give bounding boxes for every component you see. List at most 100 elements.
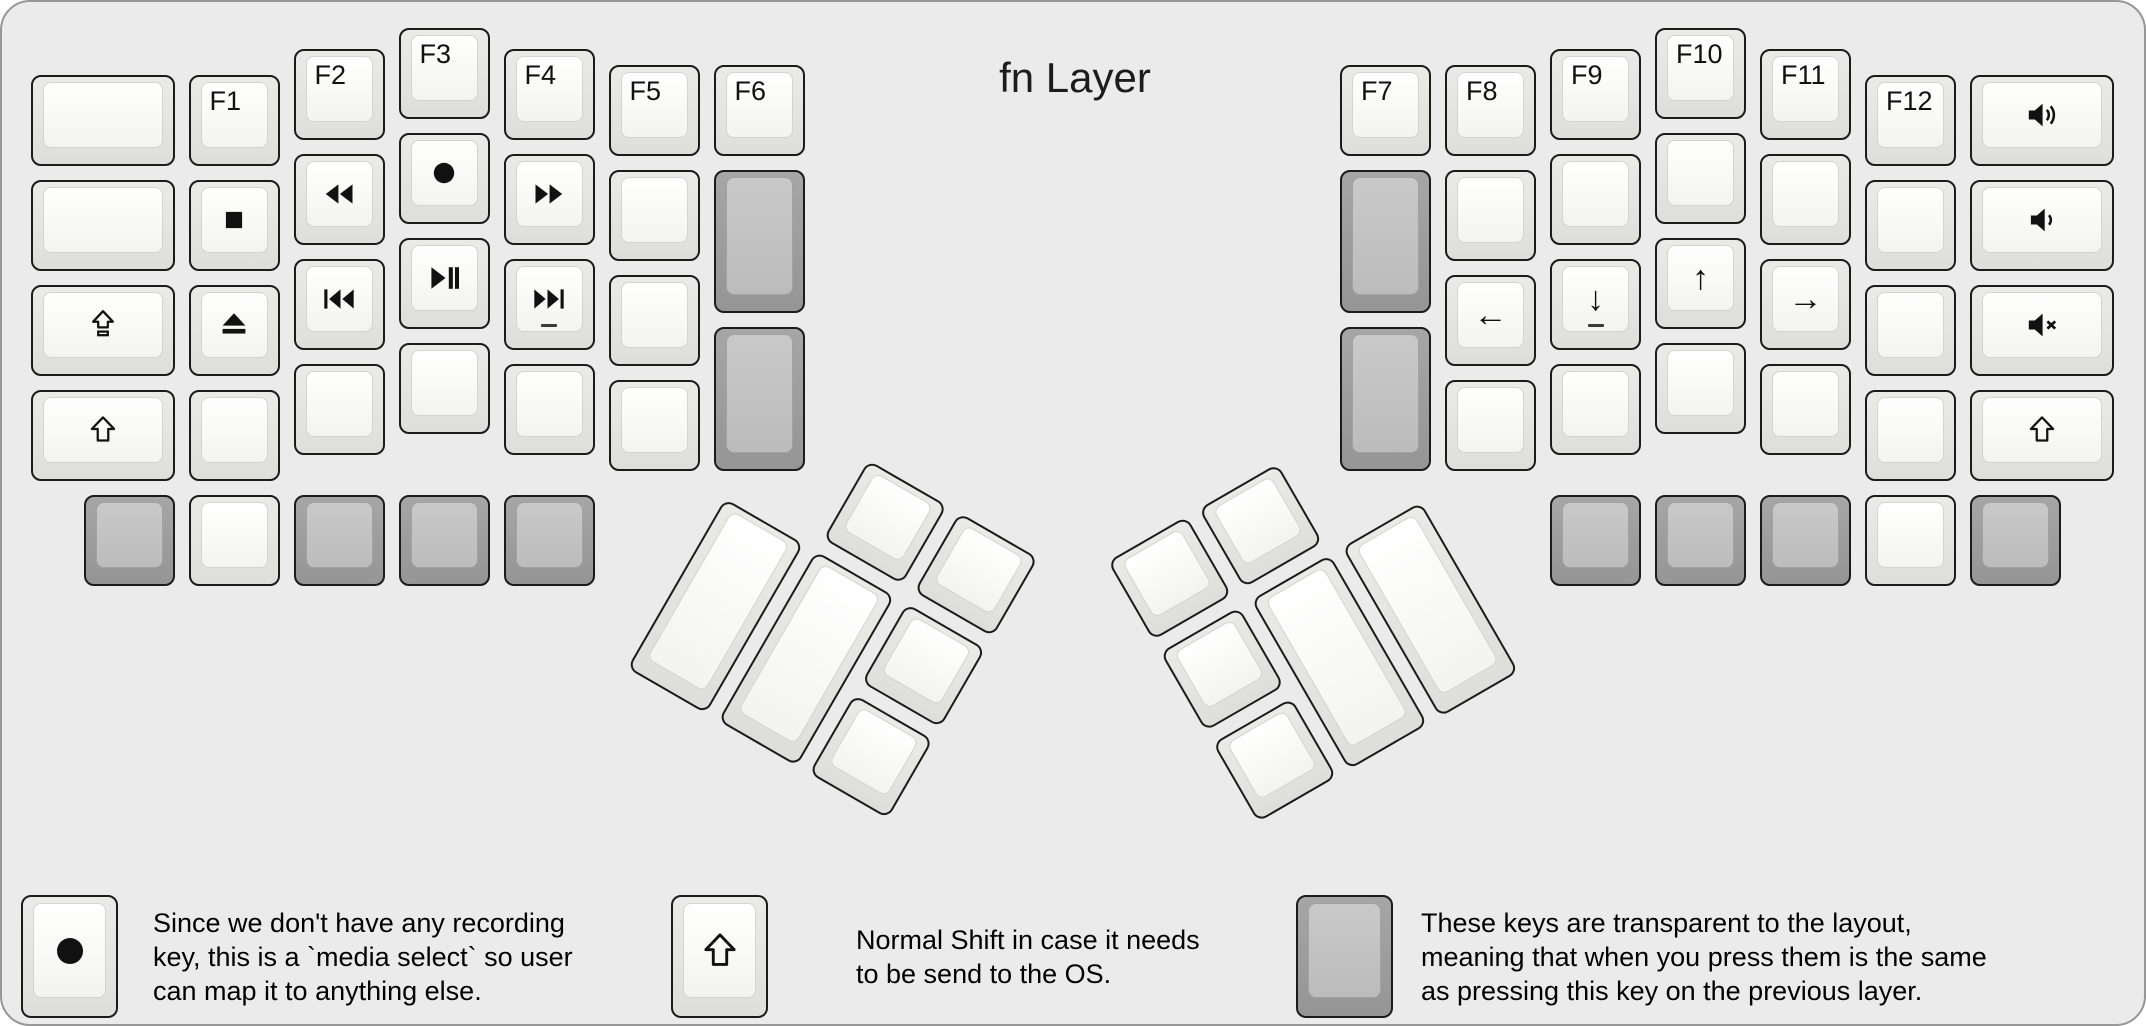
media-select-record-key[interactable] bbox=[398, 133, 490, 224]
record-icon bbox=[47, 928, 93, 974]
shift-key[interactable] bbox=[1970, 390, 2114, 482]
blank-key[interactable] bbox=[1865, 180, 1956, 272]
f12-key[interactable]: F12 bbox=[1865, 75, 1956, 167]
arrow-right-key[interactable]: → bbox=[1760, 259, 1851, 350]
prev-track-key[interactable] bbox=[293, 259, 385, 350]
keycap-top bbox=[620, 386, 688, 453]
next-icon bbox=[531, 281, 567, 317]
keycap-top: ← bbox=[1457, 281, 1524, 348]
blank-key[interactable] bbox=[1655, 343, 1746, 434]
fast-forward-key[interactable] bbox=[503, 154, 595, 245]
f2-key[interactable]: F2 bbox=[293, 49, 385, 140]
blank-key[interactable] bbox=[1550, 364, 1641, 455]
keycap-top bbox=[515, 161, 583, 227]
transparent-key[interactable] bbox=[713, 169, 805, 314]
key-label: F1 bbox=[209, 86, 242, 117]
f4-key[interactable]: F4 bbox=[503, 49, 595, 140]
homing-bar bbox=[1587, 324, 1604, 327]
ffwd-icon bbox=[531, 176, 567, 212]
volume-down-key[interactable] bbox=[1970, 180, 2114, 272]
blank-key[interactable] bbox=[608, 274, 700, 366]
blank-key[interactable] bbox=[1865, 390, 1956, 482]
blank-key[interactable] bbox=[608, 379, 700, 471]
blank-key[interactable] bbox=[1550, 154, 1641, 245]
blank-key[interactable] bbox=[188, 390, 280, 482]
blank-key[interactable] bbox=[1445, 379, 1536, 471]
arrow-right-icon: → bbox=[1788, 280, 1823, 318]
f3-key[interactable]: F3 bbox=[398, 28, 490, 119]
transparent-key[interactable] bbox=[83, 495, 175, 587]
transparent-key[interactable] bbox=[1655, 495, 1746, 587]
blank-key[interactable] bbox=[503, 364, 595, 455]
keycap-top: F3 bbox=[410, 35, 478, 101]
f7-key[interactable]: F7 bbox=[1340, 64, 1431, 156]
blank-key[interactable] bbox=[1865, 495, 1956, 587]
keycap-top bbox=[828, 706, 920, 798]
key-label: F6 bbox=[734, 75, 767, 106]
blank-key[interactable] bbox=[293, 364, 385, 455]
transparent-key[interactable] bbox=[1970, 495, 2061, 587]
keycap-top bbox=[515, 502, 583, 569]
transparent-key[interactable] bbox=[1760, 495, 1851, 587]
keycap-top bbox=[1352, 334, 1419, 453]
keycap-top: ↑ bbox=[1667, 245, 1734, 311]
transparent-key[interactable] bbox=[1340, 169, 1431, 314]
keycap-top bbox=[1667, 140, 1734, 206]
rewind-key[interactable] bbox=[293, 154, 385, 245]
f5-key[interactable]: F5 bbox=[608, 64, 700, 156]
key-label: F7 bbox=[1361, 75, 1393, 106]
stop-key[interactable] bbox=[188, 180, 280, 272]
f9-key[interactable]: F9 bbox=[1550, 49, 1641, 140]
eject-key[interactable] bbox=[188, 285, 280, 377]
arrow-up-key[interactable]: ↑ bbox=[1655, 238, 1746, 329]
blank-key[interactable] bbox=[1655, 133, 1746, 224]
blank-key[interactable] bbox=[1445, 169, 1536, 261]
keycap-top bbox=[43, 292, 163, 359]
keycap-top bbox=[1212, 475, 1304, 567]
arrow-left-icon: ← bbox=[1473, 295, 1508, 334]
blank-key[interactable] bbox=[398, 343, 490, 434]
blank-key[interactable] bbox=[31, 75, 175, 167]
blank-key[interactable] bbox=[188, 495, 280, 587]
transparent-key[interactable] bbox=[293, 495, 385, 587]
f8-key[interactable]: F8 bbox=[1445, 64, 1536, 156]
caps-lock-key[interactable] bbox=[31, 285, 175, 377]
f10-key[interactable]: F10 bbox=[1655, 28, 1746, 119]
blank-key[interactable] bbox=[1760, 364, 1851, 455]
keycap-top bbox=[1562, 371, 1629, 437]
rewind-icon bbox=[321, 176, 357, 212]
blank-key[interactable] bbox=[608, 169, 700, 261]
transparent-key[interactable] bbox=[1550, 495, 1641, 587]
homing-bar bbox=[541, 324, 557, 327]
transparent-key[interactable] bbox=[713, 327, 805, 471]
keycap-top bbox=[410, 140, 478, 206]
blank-key[interactable] bbox=[1865, 285, 1956, 377]
volume-up-key[interactable] bbox=[1970, 75, 2114, 167]
arrow-up-icon: ↑ bbox=[1692, 259, 1709, 297]
keycap-top bbox=[1226, 709, 1318, 801]
blank-key[interactable] bbox=[31, 180, 175, 272]
keycap-top: F12 bbox=[1877, 82, 1944, 149]
play-pause-key[interactable] bbox=[398, 238, 490, 329]
shift-key[interactable] bbox=[31, 390, 175, 482]
keycap-top: F2 bbox=[305, 56, 373, 122]
keycap-top bbox=[305, 266, 373, 332]
keycap-top bbox=[305, 371, 373, 437]
f11-key[interactable]: F11 bbox=[1760, 49, 1851, 140]
transparent-key[interactable] bbox=[398, 495, 490, 587]
legend-text-media-select: Since we don't have any recording key, t… bbox=[153, 907, 573, 1006]
arrow-down-key[interactable]: ↓ bbox=[1550, 259, 1641, 350]
f1-key[interactable]: F1 bbox=[188, 75, 280, 167]
keycap-top bbox=[305, 161, 373, 227]
next-track-key[interactable] bbox=[503, 259, 595, 350]
arrow-left-key[interactable]: ← bbox=[1445, 274, 1536, 366]
transparent-key[interactable] bbox=[503, 495, 595, 587]
transparent-key[interactable] bbox=[1340, 327, 1431, 471]
mute-key[interactable] bbox=[1970, 285, 2114, 377]
blank-key[interactable] bbox=[1760, 154, 1851, 245]
playpause-icon bbox=[426, 260, 462, 296]
keycap-top bbox=[43, 397, 163, 464]
keycap-top bbox=[200, 397, 268, 464]
f6-key[interactable]: F6 bbox=[713, 64, 805, 156]
mute-icon bbox=[2024, 307, 2060, 343]
